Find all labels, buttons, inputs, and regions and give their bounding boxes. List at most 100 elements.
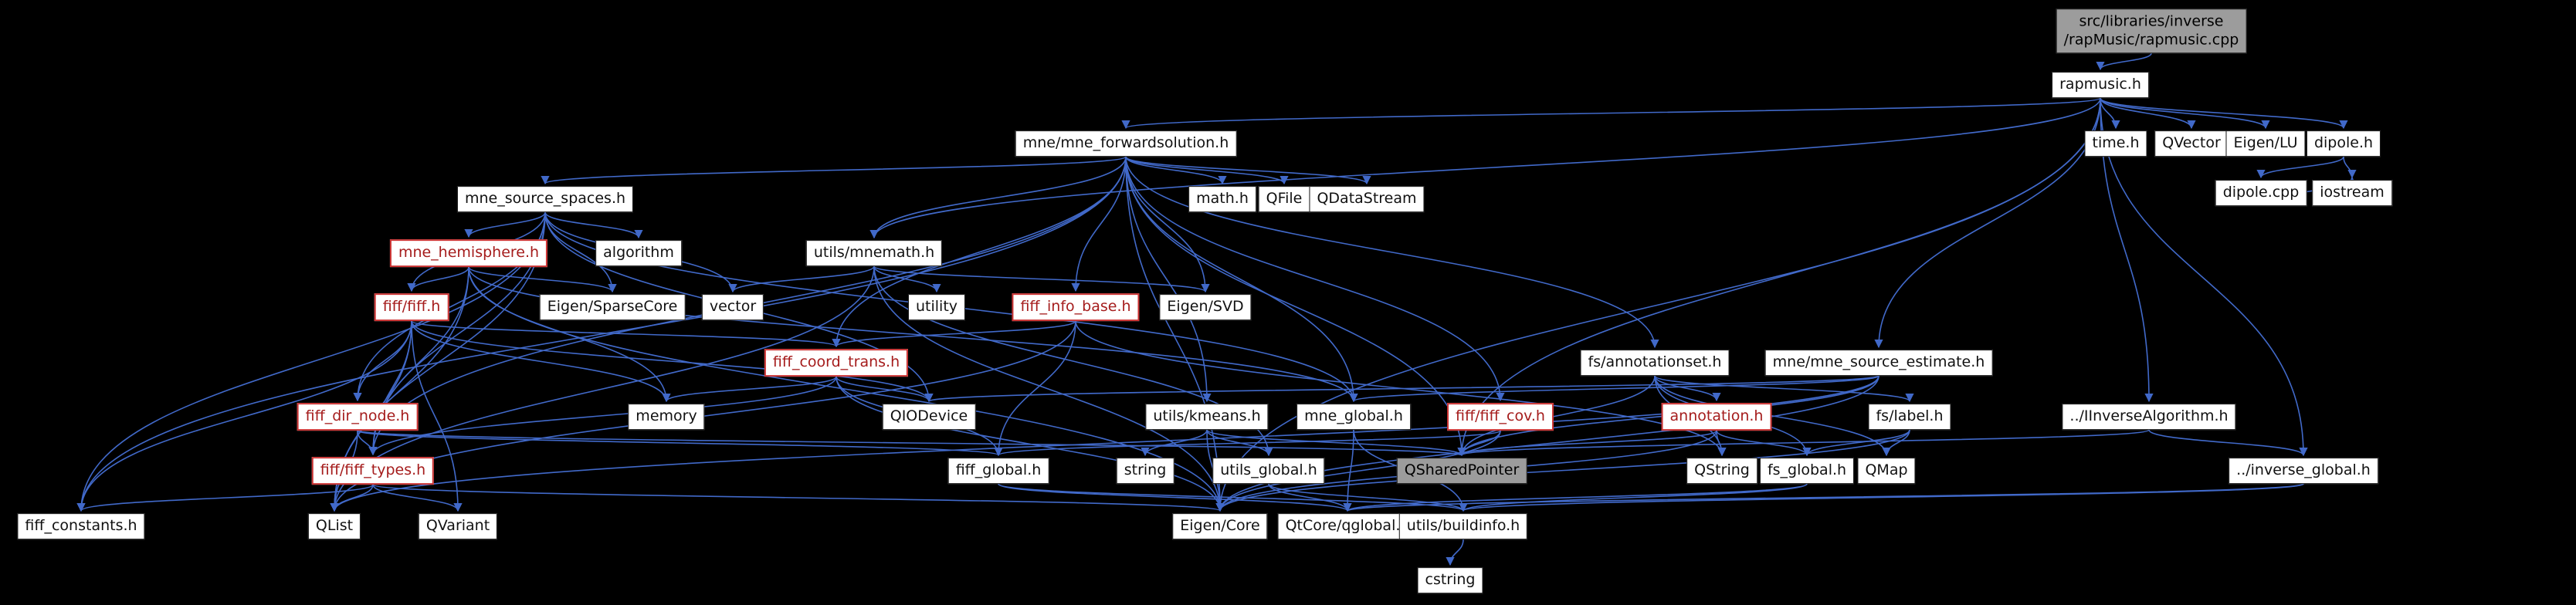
node-eigen_core[interactable]: Eigen/Core xyxy=(1172,513,1268,539)
edge-rapmusic_h-dipole_h xyxy=(2100,97,2348,130)
node-qsharedpointer[interactable]: QSharedPointer xyxy=(1396,458,1527,484)
edge-fiff_h-coord_trans xyxy=(411,320,841,348)
edge-annotationset-annotation xyxy=(1654,375,1721,402)
edge-label_h-eigen_core xyxy=(1215,429,1910,512)
node-mne_global[interactable]: mne_global.h xyxy=(1296,404,1411,430)
node-fiff_cov[interactable]: fiff/fiff_cov.h xyxy=(1447,403,1554,431)
edge-forwardsolution-qfile xyxy=(1125,156,1289,185)
node-math_h[interactable]: math.h xyxy=(1188,186,1256,212)
node-string[interactable]: string xyxy=(1116,458,1174,484)
node-dir_node[interactable]: fiff_dir_node.h xyxy=(297,403,419,431)
edge-iinverse-inverse_global xyxy=(2148,429,2308,457)
node-iostream[interactable]: iostream xyxy=(2312,180,2392,206)
edge-hemisphere-eigen_sparse xyxy=(468,266,617,293)
node-kmeans[interactable]: utils/kmeans.h xyxy=(1145,404,1269,430)
edge-mnemath-eigen_core xyxy=(873,265,1225,512)
node-algorithm[interactable]: algorithm xyxy=(595,240,682,266)
node-rapmusic_h[interactable]: rapmusic.h xyxy=(2052,72,2149,98)
node-dipole_h[interactable]: dipole.h xyxy=(2306,130,2381,157)
node-qvector[interactable]: QVector xyxy=(2154,130,2229,157)
edge-forwardsolution-annotationset xyxy=(1125,156,1659,349)
node-iinverse[interactable]: ../IInverseAlgorithm.h xyxy=(2062,404,2236,430)
edge-forwardsolution-qdatastream xyxy=(1125,156,1371,185)
node-source_estimate[interactable]: mne/mne_source_estimate.h xyxy=(1764,350,1993,376)
edge-annotation-qsharedpointer xyxy=(1457,430,1717,457)
edge-annotationset-label_h xyxy=(1654,375,1914,403)
node-qdatastream[interactable]: QDataStream xyxy=(1309,186,1425,212)
edge-forwardsolution-fiff_cov xyxy=(1125,156,1505,402)
node-forwardsolution[interactable]: mne/mne_forwardsolution.h xyxy=(1015,130,1237,157)
node-qtcore_qglobal[interactable]: QtCore/qglobal.h xyxy=(1277,513,1418,539)
node-buildinfo[interactable]: utils/buildinfo.h xyxy=(1398,513,1528,539)
edge-info_base-fiff_global xyxy=(994,320,1076,457)
node-label_h[interactable]: fs/label.h xyxy=(1868,404,1951,430)
edge-source_estimate-qiodevice xyxy=(925,375,1879,403)
node-fiff_constants[interactable]: fiff_constants.h xyxy=(17,513,145,539)
edge-rapmusic_h-source_estimate xyxy=(1874,97,2101,349)
edge-forwardsolution-eigen_core xyxy=(1125,156,1225,512)
node-qlist[interactable]: QList xyxy=(307,513,361,539)
node-vector[interactable]: vector xyxy=(701,294,764,320)
node-qfile[interactable]: QFile xyxy=(1258,186,1310,212)
edge-fiff_h-qiodevice xyxy=(411,320,934,403)
node-qstring[interactable]: QString xyxy=(1686,458,1757,484)
edge-source_estimate-qlist xyxy=(330,375,1879,512)
node-rapmusic_cpp[interactable]: src/libraries/inverse /rapMusic/rapmusic… xyxy=(2056,8,2247,53)
edge-info_base-coord_trans xyxy=(832,320,1076,348)
node-fs_global[interactable]: fs_global.h xyxy=(1759,458,1855,484)
node-utils_global[interactable]: utils_global.h xyxy=(1212,458,1325,484)
node-inverse_global[interactable]: ../inverse_global.h xyxy=(2229,458,2378,484)
edge-forwardsolution-source_spaces xyxy=(541,156,1127,185)
node-fiff_h[interactable]: fiff/fiff.h xyxy=(374,293,449,321)
edge-fs_global-qtcore_qglobal xyxy=(1343,483,1808,512)
node-annotation[interactable]: annotation.h xyxy=(1661,403,1772,431)
edge-forwardsolution-qsharedpointer xyxy=(1125,156,1466,457)
edge-mnemath-eigen_svd xyxy=(873,265,1210,293)
node-fiff_global[interactable]: fiff_global.h xyxy=(947,458,1049,484)
node-eigen_lu[interactable]: Eigen/LU xyxy=(2225,130,2306,157)
node-source_spaces[interactable]: mne_source_spaces.h xyxy=(456,186,634,212)
node-cstring[interactable]: cstring xyxy=(1417,567,1483,593)
edge-rapmusic_h-qsharedpointer xyxy=(1457,97,2101,457)
edge-fiff_types-qvariant xyxy=(372,484,463,512)
edge-label_h-fs_global xyxy=(1802,429,1910,457)
edge-forwardsolution-fiff_constants xyxy=(76,156,1127,512)
node-fiff_types[interactable]: fiff/fiff_types.h xyxy=(311,457,435,485)
edge-rapmusic_h-forwardsolution xyxy=(1122,97,2101,130)
node-hemisphere[interactable]: mne_hemisphere.h xyxy=(389,239,548,267)
edge-fiff_h-qvariant xyxy=(411,320,463,512)
node-mnemath[interactable]: utils/mnemath.h xyxy=(805,240,943,266)
edge-dir_node-fiff_global xyxy=(357,430,1003,457)
edge-annotationset-qsharedpointer xyxy=(1457,375,1656,457)
edge-forwardsolution-mne_global xyxy=(1125,156,1358,403)
edge-dir_node-qsharedpointer xyxy=(357,430,1466,457)
edge-rapmusic_h-qvector xyxy=(2100,97,2196,130)
edge-inverse_global-buildinfo xyxy=(1459,483,2304,512)
node-info_base[interactable]: fiff_info_base.h xyxy=(1012,293,1140,321)
edge-fiff_types-eigen_core xyxy=(372,484,1224,512)
edge-source_spaces-fiff_constants xyxy=(76,211,546,512)
edge-fiff_cov-eigen_core xyxy=(1215,430,1501,512)
node-coord_trans[interactable]: fiff_coord_trans.h xyxy=(764,349,909,377)
node-eigen_sparse[interactable]: Eigen/SparseCore xyxy=(539,294,686,320)
edge-coord_trans-fiff_types xyxy=(368,376,837,456)
node-eigen_svd[interactable]: Eigen/SVD xyxy=(1159,294,1252,320)
node-qvariant[interactable]: QVariant xyxy=(418,513,498,539)
edge-fiff_h-fiff_constants xyxy=(76,320,412,512)
node-qiodevice[interactable]: QIODevice xyxy=(882,404,976,430)
node-dipole_cpp[interactable]: dipole.cpp xyxy=(2215,180,2307,206)
edge-kmeans-string xyxy=(1141,429,1208,457)
edge-forwardsolution-math_h xyxy=(1125,156,1227,185)
node-qmap[interactable]: QMap xyxy=(1857,458,1916,484)
edge-buildinfo-cstring xyxy=(1446,539,1464,566)
node-utility[interactable]: utility xyxy=(907,294,966,320)
edge-source_spaces-hemisphere xyxy=(464,211,546,238)
edge-mnemath-vector xyxy=(728,265,875,293)
node-annotationset[interactable]: fs/annotationset.h xyxy=(1580,350,1730,376)
node-time_h[interactable]: time.h xyxy=(2084,130,2147,157)
node-memory[interactable]: memory xyxy=(628,404,705,430)
edge-fiff_global-qtcore_qglobal xyxy=(998,483,1352,512)
edge-utils_global-buildinfo xyxy=(1268,483,1468,512)
edge-fiff_cov-fiff_global xyxy=(994,430,1501,457)
